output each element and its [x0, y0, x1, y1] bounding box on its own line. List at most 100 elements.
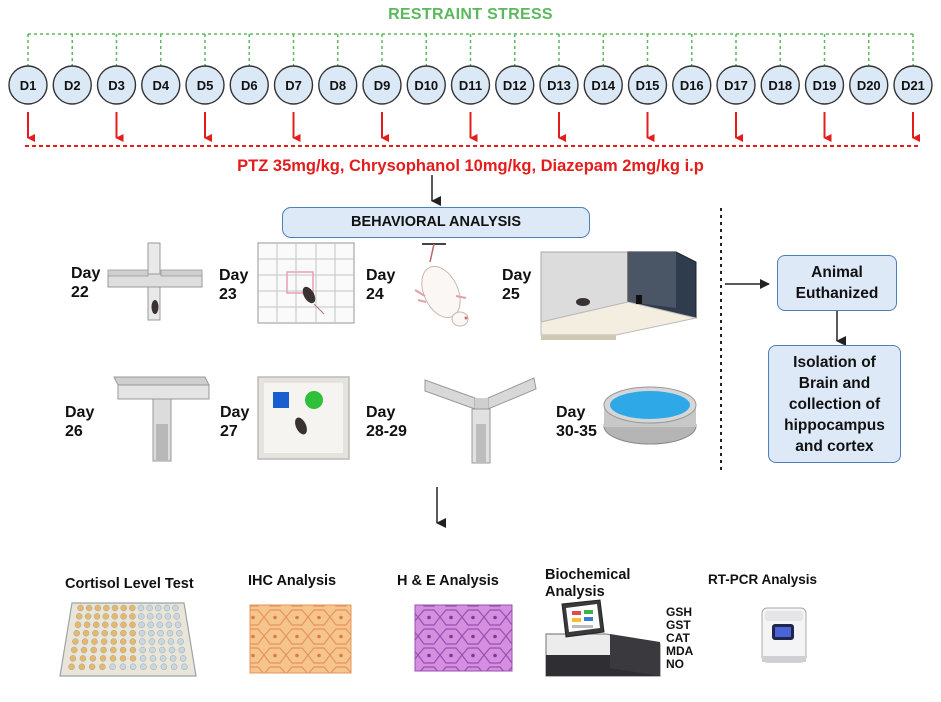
marker-gst: GST	[666, 618, 691, 632]
tail-suspension-icon	[414, 243, 469, 327]
plate-well	[94, 604, 102, 612]
plate-well	[109, 655, 117, 662]
cortisol-label: Cortisol Level Test	[65, 576, 194, 592]
day-circle	[318, 65, 358, 105]
plate-well	[148, 629, 155, 637]
ihc-label: IHC Analysis	[248, 573, 337, 589]
plate-well	[111, 613, 118, 620]
day-circle-label: D7	[285, 78, 302, 93]
ihc-tissue-icon	[249, 604, 352, 674]
day-circle-label: D10	[414, 78, 438, 93]
biochemical-analyzer-icon	[545, 599, 661, 677]
plate-well	[120, 613, 127, 620]
day-word: Day	[219, 267, 249, 284]
plate-well	[92, 629, 99, 637]
isolation-line: and cortex	[795, 438, 874, 455]
day-word: Day	[556, 404, 586, 421]
plate-well	[70, 646, 78, 654]
day-circle	[406, 65, 446, 105]
biochemical-line: Analysis	[545, 584, 605, 600]
day-number: 23	[219, 286, 237, 303]
plate-well	[120, 621, 127, 629]
day-circle	[8, 65, 48, 105]
day-circle-label: D12	[503, 78, 527, 93]
day-circle-label: D18	[768, 78, 792, 93]
plate-well	[148, 638, 156, 645]
plate-well	[89, 655, 97, 662]
day-label-25: Day 25	[502, 266, 531, 304]
day-word: Day	[366, 267, 396, 284]
plate-well	[79, 655, 87, 662]
day-label-23: Day 23	[219, 266, 248, 304]
day-circle-label: D1	[20, 78, 37, 93]
restraint-stress-bracket	[27, 33, 914, 66]
rt-pcr-machine-icon	[761, 607, 807, 663]
plate-well	[111, 621, 118, 629]
plate-well	[159, 646, 166, 654]
day-circle-label: D11	[459, 78, 482, 93]
day-circle-label: D3	[108, 78, 125, 93]
plate-well	[129, 646, 137, 654]
treatment-description: PTZ 35mg/kg, Chrysophanol 10mg/kg, Diaze…	[237, 157, 704, 175]
well-plate-icon	[59, 602, 197, 677]
biochem-marker-list: GSH GST CAT MDA NO	[666, 606, 693, 671]
plate-well	[110, 646, 117, 654]
plate-well	[81, 638, 89, 645]
day-circle	[716, 65, 756, 105]
day-circle	[273, 65, 314, 105]
plate-well	[102, 621, 109, 629]
day-circle-label: D8	[329, 78, 346, 93]
treatment-arrows	[27, 112, 920, 142]
plate-well	[149, 655, 157, 662]
plate-well	[181, 663, 188, 671]
day-circle	[229, 65, 269, 105]
day-label-26: Day 26	[65, 403, 94, 441]
day-circle	[362, 65, 402, 105]
day-circle-label: D19	[813, 78, 837, 93]
plate-well	[137, 604, 145, 612]
plate-well	[176, 629, 183, 637]
marker-no: NO	[666, 657, 684, 671]
plate-well	[74, 621, 82, 629]
light-dark-box-icon	[540, 251, 697, 340]
plate-well	[150, 663, 157, 671]
plate-well	[119, 646, 127, 654]
day-number: 28-29	[366, 423, 407, 440]
plate-well	[92, 621, 100, 629]
day-label-30-35: Day 30-35	[556, 403, 597, 441]
day-label-24: Day 24	[366, 266, 395, 304]
plate-well	[164, 613, 172, 620]
day-number: 24	[366, 286, 384, 303]
plate-well	[169, 655, 177, 662]
plate-well	[82, 629, 90, 637]
day-circle-label: D2	[64, 78, 81, 93]
plate-well	[120, 629, 127, 637]
plate-well	[119, 638, 127, 645]
plate-well	[77, 604, 84, 612]
t-maze-icon	[113, 376, 210, 462]
day-number: 27	[220, 423, 238, 440]
plate-well	[172, 604, 179, 612]
plate-well	[163, 604, 171, 612]
plate-well	[139, 646, 146, 654]
plate-well	[88, 663, 96, 671]
day-circle	[96, 65, 137, 105]
plate-well	[75, 613, 83, 620]
plate-well	[140, 663, 147, 671]
plate-well	[139, 638, 146, 645]
day-number: 26	[65, 423, 83, 440]
plate-well	[91, 638, 98, 645]
plate-well	[129, 613, 136, 620]
plate-well	[83, 621, 91, 629]
behavioral-analysis-box: BEHAVIORAL ANALYSIS	[282, 207, 590, 238]
day-number: 25	[502, 286, 520, 303]
day-circle	[141, 65, 181, 105]
day-word: Day	[220, 404, 250, 421]
isolation-line: collection of	[788, 396, 881, 413]
isolation-line: hippocampus	[784, 417, 885, 434]
plate-well	[139, 655, 147, 662]
day-circle-label: D4	[152, 78, 169, 93]
plate-well	[119, 663, 127, 671]
plate-well	[177, 638, 184, 645]
plate-well	[167, 638, 175, 645]
